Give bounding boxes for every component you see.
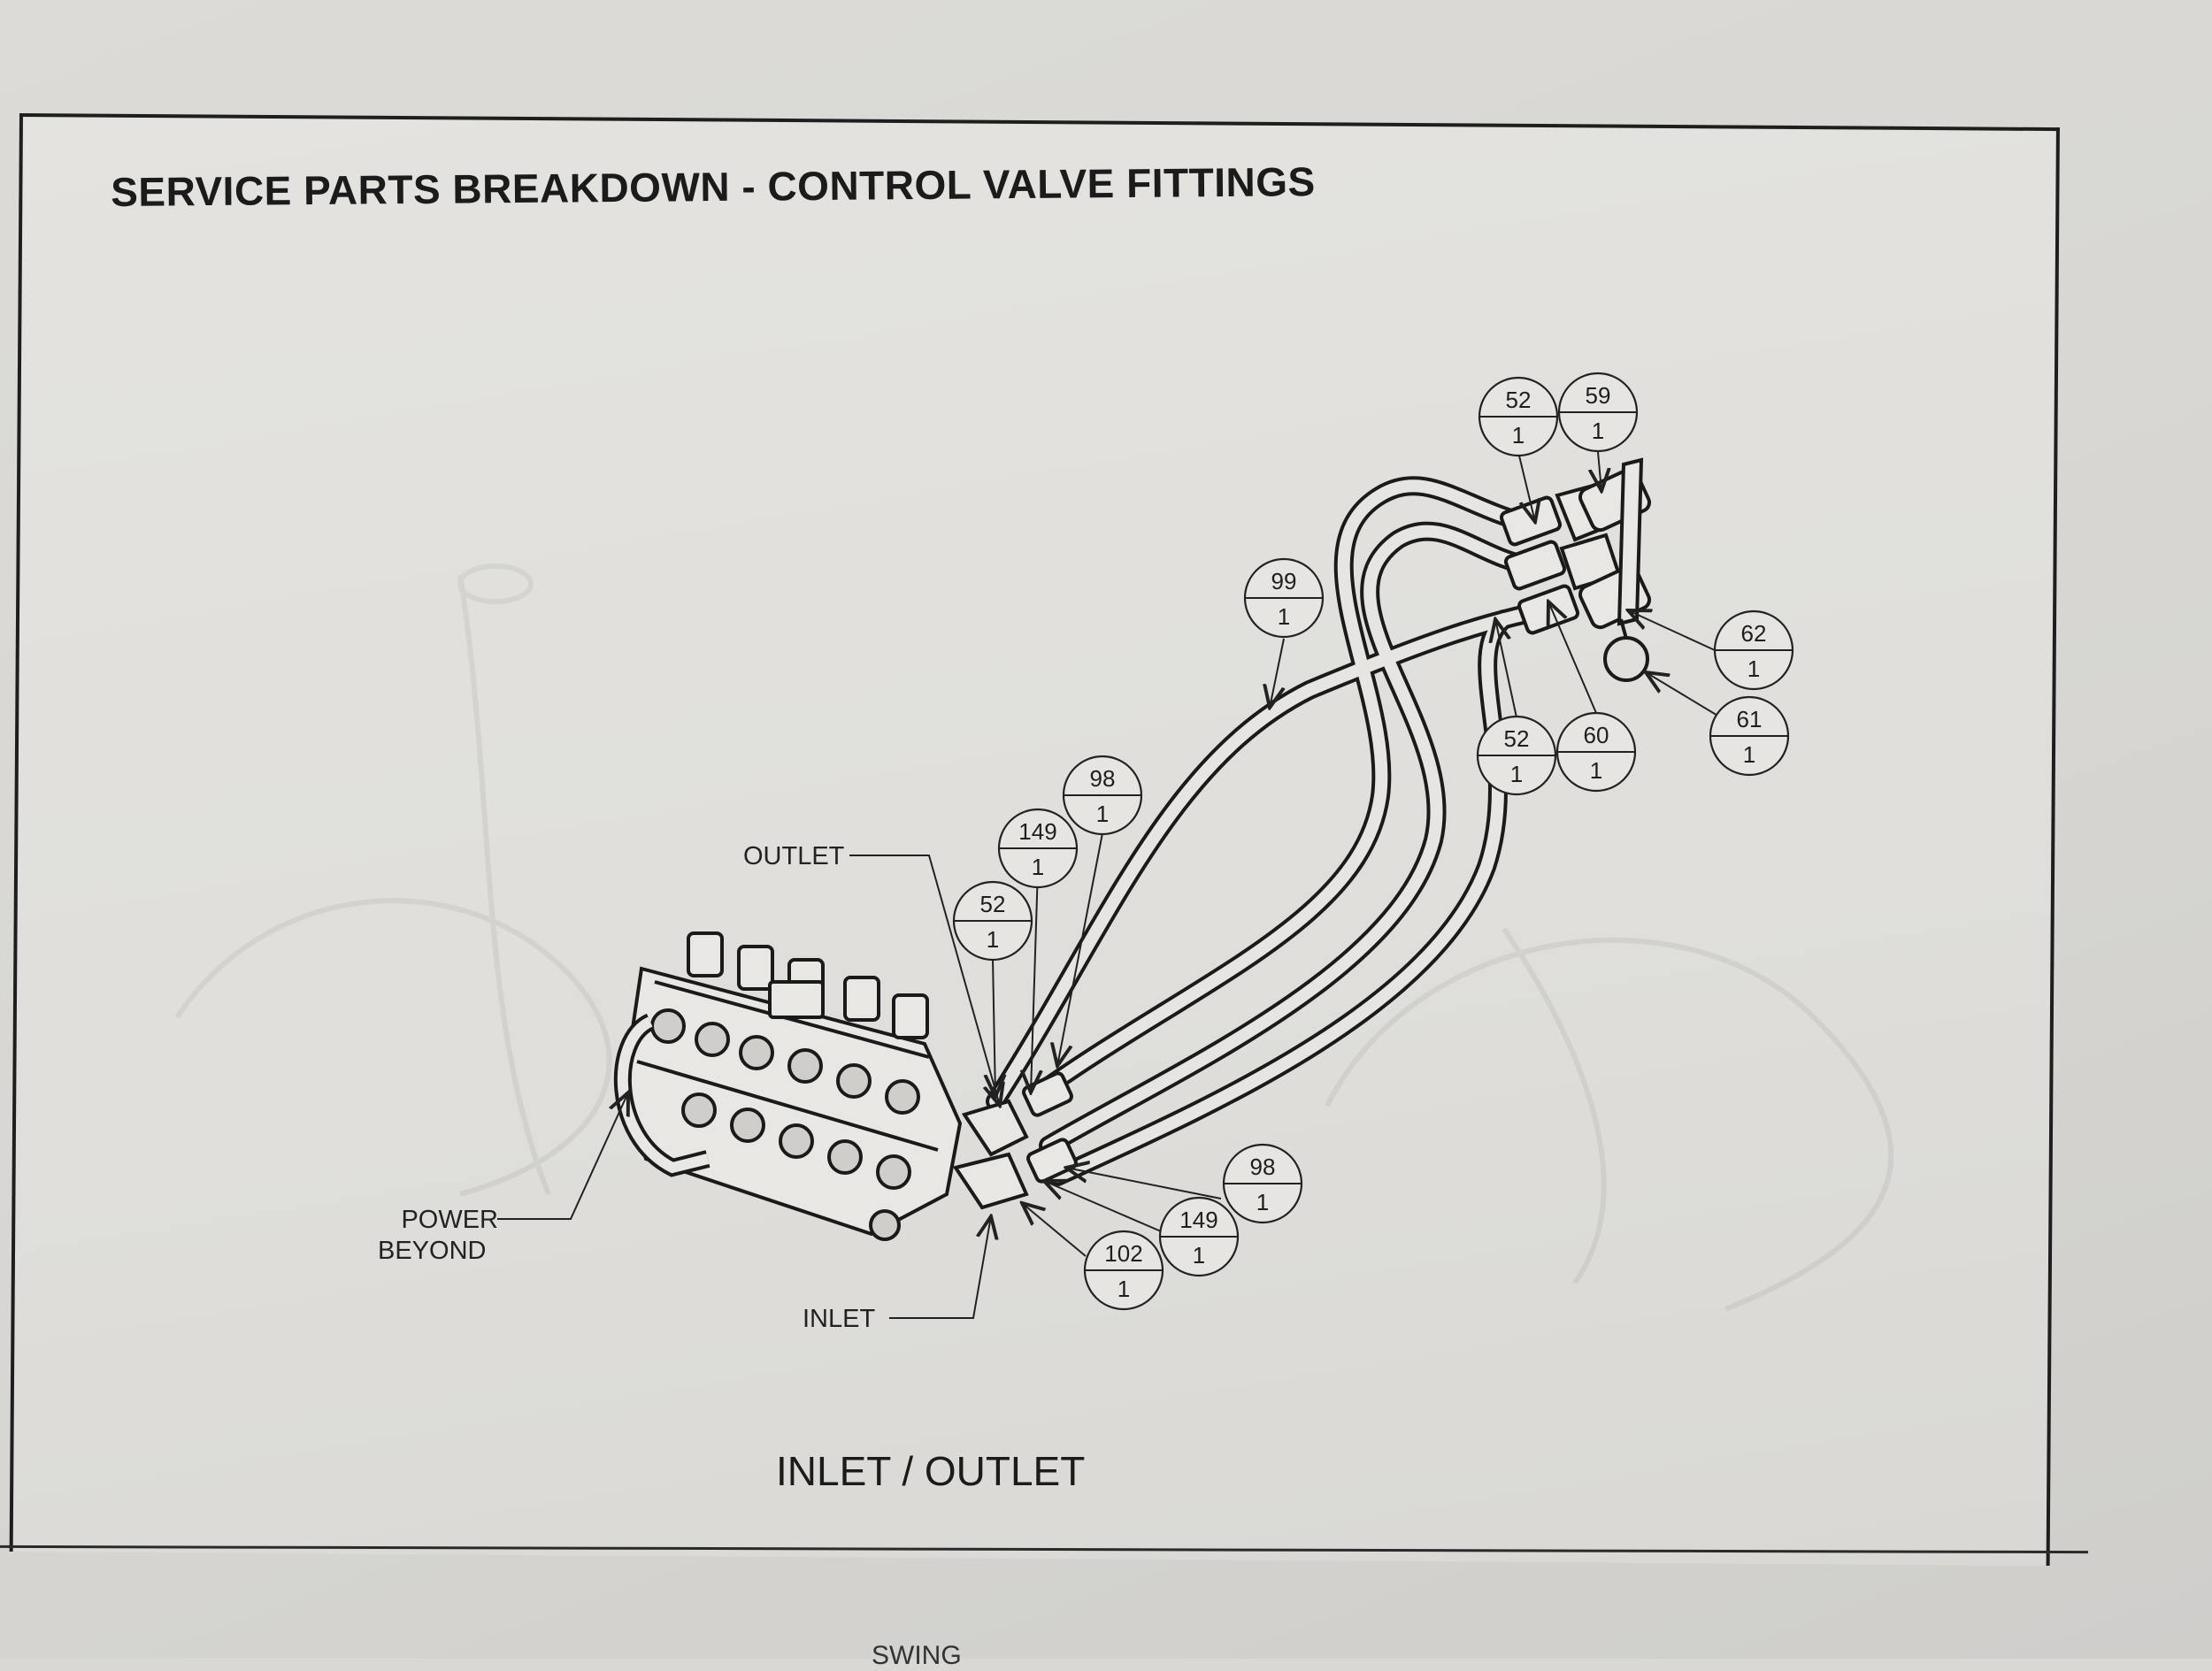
callout-part-number: 59 (1586, 382, 1611, 409)
callout-bubbles: 5215919916216115216019811491521981149110… (952, 372, 1794, 1311)
callout-52-top: 521 (1478, 376, 1559, 457)
callout-quantity: 1 (1096, 801, 1109, 827)
callout-part-number: 98 (1090, 765, 1116, 792)
callout-quantity: 1 (1193, 1242, 1205, 1269)
callout-part-number: 52 (980, 891, 1006, 917)
callout-60: 601 (1555, 711, 1637, 793)
callout-part-number: 149 (1179, 1207, 1217, 1233)
callout-quantity: 1 (1747, 655, 1760, 682)
callout-quantity: 1 (1278, 603, 1290, 630)
inlet-label: INLET (803, 1305, 876, 1333)
callout-part-number: 60 (1584, 722, 1609, 748)
bleed-through-artwork (174, 563, 1894, 1312)
outlet-label: OUTLET (743, 842, 845, 870)
next-section-heading-partial: SWING (872, 1641, 962, 1670)
callout-part-number: 52 (1506, 387, 1532, 413)
callout-quantity: 1 (1512, 422, 1525, 448)
callout-quantity: 1 (1592, 418, 1604, 444)
callout-part-number: 98 (1250, 1154, 1276, 1180)
section-caption: INLET / OUTLET (776, 1448, 1086, 1494)
callout-62: 621 (1713, 609, 1794, 691)
callout-99: 991 (1243, 557, 1325, 639)
callout-61: 611 (1709, 695, 1790, 777)
callout-98-upper: 981 (1062, 755, 1143, 836)
callout-quantity: 1 (1510, 761, 1523, 787)
callout-part-number: 99 (1271, 568, 1297, 594)
coupler-end-fittings (1500, 457, 1651, 682)
callout-quantity: 1 (1118, 1276, 1130, 1302)
callout-59: 591 (1557, 372, 1639, 453)
control-valve (613, 931, 963, 1241)
callout-quantity: 1 (1743, 741, 1755, 768)
leader-lines (497, 451, 1720, 1319)
callout-quantity: 1 (1590, 757, 1602, 784)
callout-part-number: 149 (1018, 818, 1056, 845)
power-beyond-label-line1: POWER (401, 1206, 498, 1234)
callout-part-number: 61 (1737, 706, 1763, 732)
callout-52-mid: 521 (1476, 715, 1557, 796)
valve-ports (650, 1008, 920, 1241)
callout-part-number: 102 (1104, 1240, 1142, 1267)
callout-quantity: 1 (987, 926, 999, 953)
callout-quantity: 1 (1256, 1189, 1269, 1215)
callout-98-lower: 981 (1222, 1143, 1303, 1224)
callout-52-lower: 521 (952, 880, 1033, 962)
callout-part-number: 52 (1504, 725, 1530, 752)
power-beyond-label-line2: BEYOND (378, 1237, 487, 1265)
callout-quantity: 1 (1032, 854, 1044, 880)
callout-part-number: 62 (1741, 620, 1767, 647)
valve-spool-caps (687, 931, 929, 1039)
